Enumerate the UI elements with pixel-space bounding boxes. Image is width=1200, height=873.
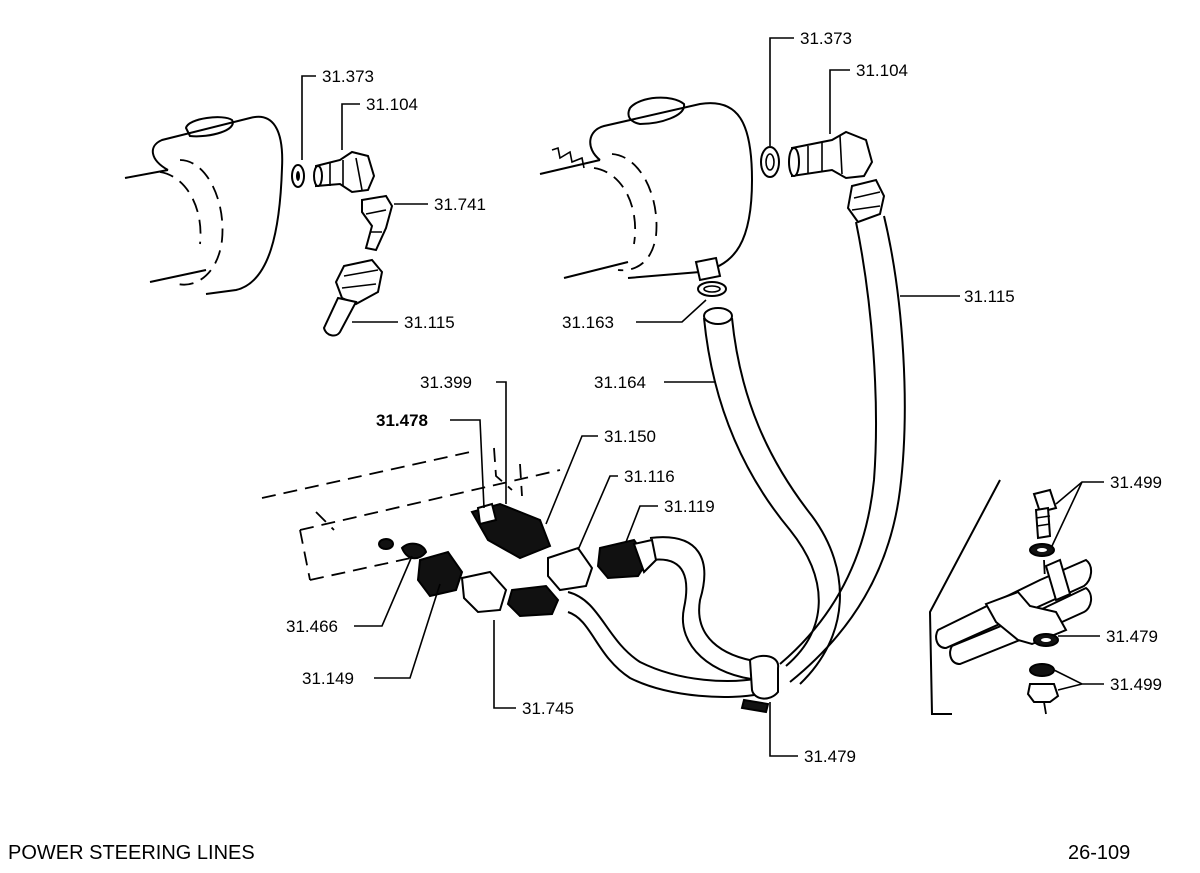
label-31399: 31.399 <box>420 373 472 392</box>
label-31150: 31.150 <box>604 427 656 446</box>
nut <box>1026 683 1060 703</box>
label-31466: 31.466 <box>286 617 338 636</box>
label-31373-right: 31.373 <box>800 29 852 48</box>
label-31115-left: 31.115 <box>404 313 455 332</box>
left-steering-cylinder <box>124 115 284 295</box>
hose-clamp <box>748 654 780 700</box>
bolt-head <box>1032 488 1058 514</box>
elbow-31745 <box>460 570 508 614</box>
label-31479-lower: 31.479 <box>804 747 856 766</box>
hose-nut <box>334 258 384 306</box>
label-31745: 31.745 <box>522 699 574 718</box>
part-labels: 31.373 31.104 31.741 31.115 31.373 31.10… <box>286 29 1162 766</box>
right-fittings <box>760 130 886 224</box>
label-31479-detail: 31.479 <box>1106 627 1158 646</box>
clamp-ring <box>697 281 727 297</box>
label-31116: 31.116 <box>624 467 675 486</box>
frame-rail <box>261 447 561 581</box>
angle-fitting <box>361 194 394 252</box>
washer <box>400 542 428 560</box>
label-31741: 31.741 <box>434 195 486 214</box>
hose-nut <box>846 178 886 224</box>
label-31373-left: 31.373 <box>322 67 374 86</box>
lower-fittings <box>400 502 658 618</box>
label-31499-upper: 31.499 <box>1110 473 1162 492</box>
left-fittings <box>291 150 394 337</box>
label-31119: 31.119 <box>664 497 715 516</box>
lock-washer <box>1029 663 1055 677</box>
label-31104-right: 31.104 <box>856 61 908 80</box>
hose-end <box>322 296 358 337</box>
diagram-caption: POWER STEERING LINES <box>8 842 255 864</box>
clamp-plate <box>984 590 1068 646</box>
union-nut <box>416 550 464 598</box>
hose-fitting-31116 <box>547 546 594 592</box>
label-31499-lower: 31.499 <box>1110 675 1162 694</box>
clamp-detail <box>928 479 1092 715</box>
label-31115-right: 31.115 <box>964 287 1015 306</box>
label-31163: 31.163 <box>562 313 614 332</box>
seal-ring <box>760 146 780 178</box>
label-31164: 31.164 <box>594 373 646 392</box>
label-31104-left: 31.104 <box>366 95 418 114</box>
elbow-fitting <box>791 130 874 180</box>
hoses <box>567 215 906 714</box>
label-31478: 31.478 <box>376 411 428 430</box>
pump-reservoir <box>539 96 754 297</box>
label-31149: 31.149 <box>302 669 354 688</box>
elbow-fitting <box>315 150 376 194</box>
page-number: 26-109 <box>1068 842 1131 864</box>
bolt-shank <box>1034 506 1052 540</box>
leader-lines <box>301 37 1104 757</box>
